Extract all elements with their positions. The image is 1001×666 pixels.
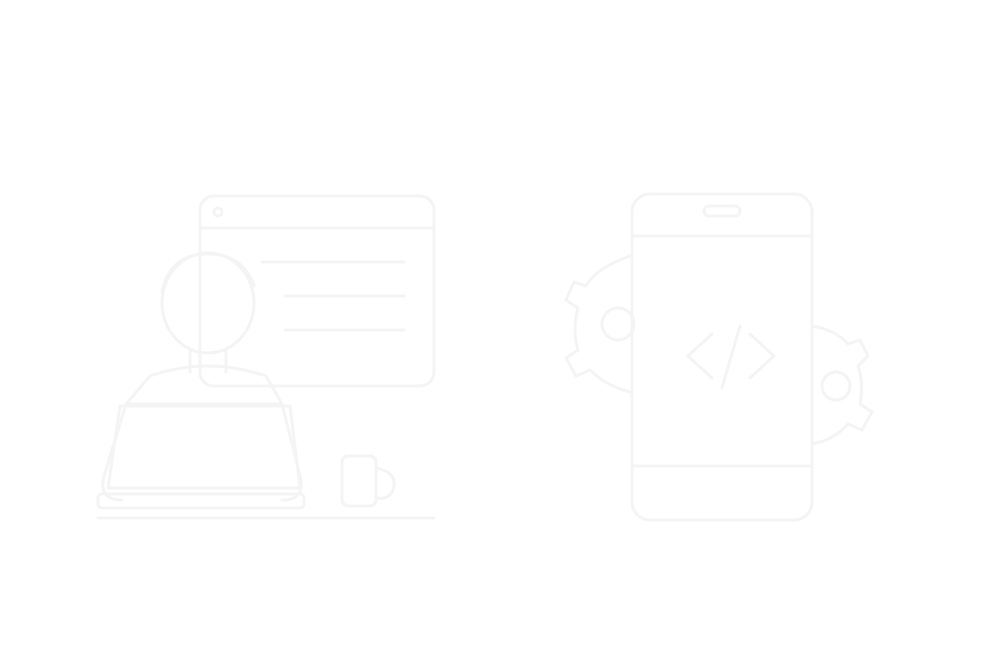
phone-speaker	[702, 204, 742, 218]
phone-frame	[630, 192, 814, 522]
gear-left-hub	[600, 306, 636, 342]
code-slash	[720, 324, 742, 390]
laptop-base	[96, 492, 306, 510]
gear-right-hub	[820, 370, 852, 402]
person-head	[160, 251, 256, 355]
developer-at-laptop-icon	[96, 194, 436, 520]
laptop-screen	[106, 404, 302, 490]
code-bracket-right	[748, 332, 776, 380]
person-arm-left	[101, 402, 128, 502]
coffee-mug	[340, 454, 378, 508]
mobile-development-icon	[564, 192, 874, 522]
person-body	[124, 364, 284, 406]
code-bracket-left	[686, 332, 714, 380]
gear-left-icon	[564, 254, 632, 394]
monitor-frame	[198, 194, 436, 388]
coffee-mug-handle	[374, 466, 396, 500]
gear-right-icon	[810, 324, 874, 446]
person-hair	[160, 252, 256, 294]
monitor-dot	[212, 206, 224, 218]
